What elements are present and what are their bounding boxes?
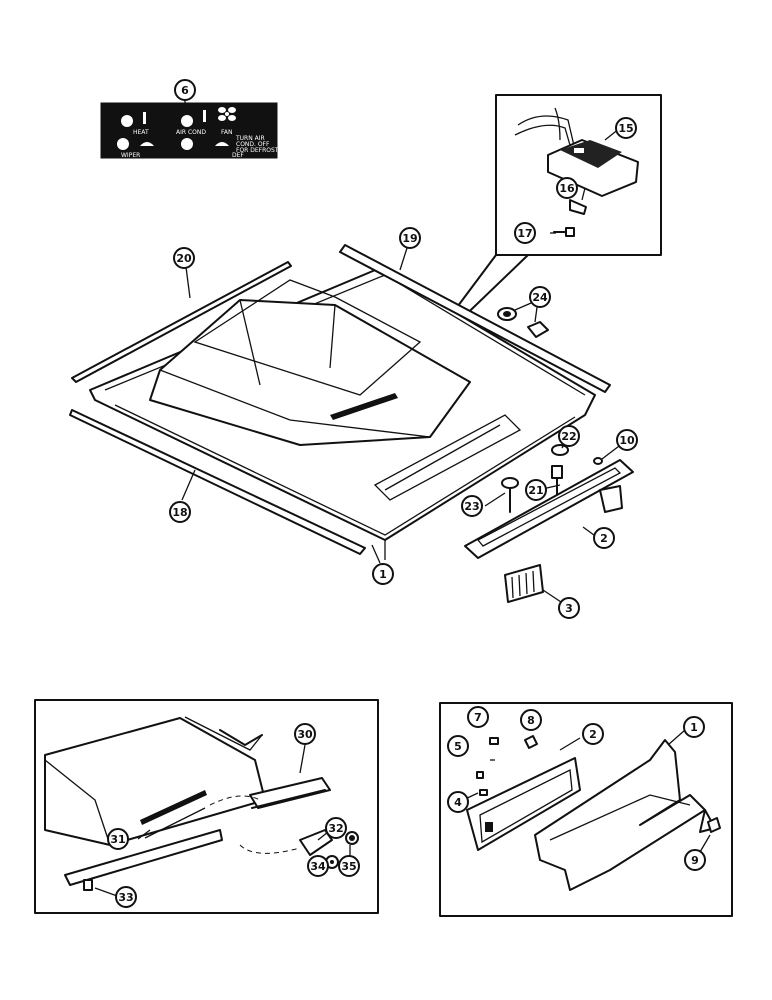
control-panel: HEAT AIR COND FAN WIPER DEF TURN AIR CON… — [100, 102, 279, 159]
inset-bottom-right — [439, 702, 733, 917]
callout-15: 15 — [615, 117, 637, 139]
wiper-label: WIPER — [121, 152, 140, 159]
nut-8 — [524, 735, 538, 749]
fan-label: FAN — [221, 129, 233, 136]
ac-knob-icon — [181, 115, 193, 127]
callout-18: 18 — [169, 501, 191, 523]
callout-d1: 1 — [683, 716, 705, 738]
callout-30: 30 — [294, 723, 316, 745]
air-cond-label: AIR COND — [176, 129, 206, 136]
svg-text:17: 17 — [517, 227, 532, 240]
inset-bottom-left — [34, 699, 379, 914]
callout-d7: 7 — [467, 706, 489, 728]
callout-d4: 4 — [447, 791, 469, 813]
svg-text:23: 23 — [464, 500, 479, 513]
fan-icon — [218, 107, 236, 121]
callout-16: 16 — [556, 177, 578, 199]
svg-text:10: 10 — [619, 434, 635, 447]
screw-5 — [476, 771, 484, 779]
bezel-2-detail — [466, 757, 581, 851]
svg-text:6: 6 — [181, 84, 189, 97]
callout-23: 23 — [461, 495, 483, 517]
callout-32: 32 — [325, 817, 347, 839]
clip-9 — [707, 817, 721, 833]
panel-1-detail — [534, 739, 706, 891]
svg-text:3: 3 — [565, 602, 573, 615]
svg-text:32: 32 — [328, 822, 343, 835]
wiper-icon — [140, 142, 154, 146]
clip-4 — [479, 789, 488, 796]
svg-text:21: 21 — [528, 484, 543, 497]
svg-text:2: 2 — [589, 728, 597, 741]
svg-text:4: 4 — [454, 796, 462, 809]
callout-35: 35 — [338, 855, 360, 877]
svg-text:1: 1 — [379, 568, 387, 581]
callout-6: 6 — [174, 79, 196, 101]
wiper-knob-icon — [117, 138, 129, 150]
callout-19: 19 — [399, 227, 421, 249]
svg-text:2: 2 — [600, 532, 608, 545]
callout-10: 10 — [616, 429, 638, 451]
defrost-icon — [215, 142, 229, 146]
callout-d9: 9 — [684, 849, 706, 871]
thermometer-icon — [143, 112, 146, 124]
screw — [553, 227, 575, 237]
svg-text:30: 30 — [297, 728, 313, 741]
screw-7 — [489, 737, 499, 745]
callout-21: 21 — [525, 479, 547, 501]
callout-24: 24 — [529, 286, 551, 308]
callout-31: 31 — [107, 828, 129, 850]
screw-33 — [83, 879, 93, 891]
heat-knob-icon — [121, 115, 133, 127]
svg-text:8: 8 — [527, 714, 535, 727]
svg-text:1: 1 — [690, 721, 698, 734]
heat-label: HEAT — [133, 129, 149, 136]
svg-text:9: 9 — [691, 854, 699, 867]
ac-thermometer-icon — [203, 110, 206, 122]
panel-note-3: FOR DEFROST — [236, 147, 279, 154]
callout-d2: 2 — [582, 723, 604, 745]
svg-text:19: 19 — [402, 232, 417, 245]
nuts-24 — [497, 307, 549, 338]
seal-strip-30 — [249, 777, 331, 809]
svg-text:15: 15 — [618, 122, 633, 135]
clip-32 — [299, 829, 333, 856]
def-label: DEF — [232, 152, 244, 159]
svg-text:34: 34 — [310, 860, 326, 873]
svg-text:16: 16 — [559, 182, 575, 195]
rail-19 — [339, 244, 611, 393]
callout-d5: 5 — [447, 735, 469, 757]
callout-2: 2 — [593, 527, 615, 549]
svg-text:35: 35 — [341, 860, 356, 873]
svg-text:31: 31 — [110, 833, 125, 846]
callout-17: 17 — [514, 222, 536, 244]
callout-33: 33 — [115, 886, 137, 908]
grille-3 — [504, 564, 544, 603]
callout-3: 3 — [558, 597, 580, 619]
panel-note-2: COND. OFF — [236, 141, 270, 148]
panel-note-1: TURN AIR — [235, 135, 265, 142]
rail-18 — [69, 409, 366, 555]
svg-text:20: 20 — [176, 252, 192, 265]
callout-34: 34 — [307, 855, 329, 877]
roof-panel — [89, 267, 596, 560]
def-knob-icon — [181, 138, 193, 150]
svg-text:5: 5 — [454, 740, 462, 753]
callout-1: 1 — [372, 563, 394, 585]
callout-22: 22 — [558, 425, 580, 447]
callout-d8: 8 — [520, 709, 542, 731]
svg-text:33: 33 — [118, 891, 133, 904]
rail-20 — [71, 261, 292, 383]
svg-text:7: 7 — [474, 711, 482, 724]
svg-text:24: 24 — [532, 291, 548, 304]
bulb — [569, 199, 587, 215]
bolts-21-23 — [501, 444, 603, 513]
callout-20: 20 — [173, 247, 195, 269]
bezel-2 — [464, 459, 634, 559]
svg-text:18: 18 — [172, 506, 187, 519]
svg-text:22: 22 — [561, 430, 576, 443]
